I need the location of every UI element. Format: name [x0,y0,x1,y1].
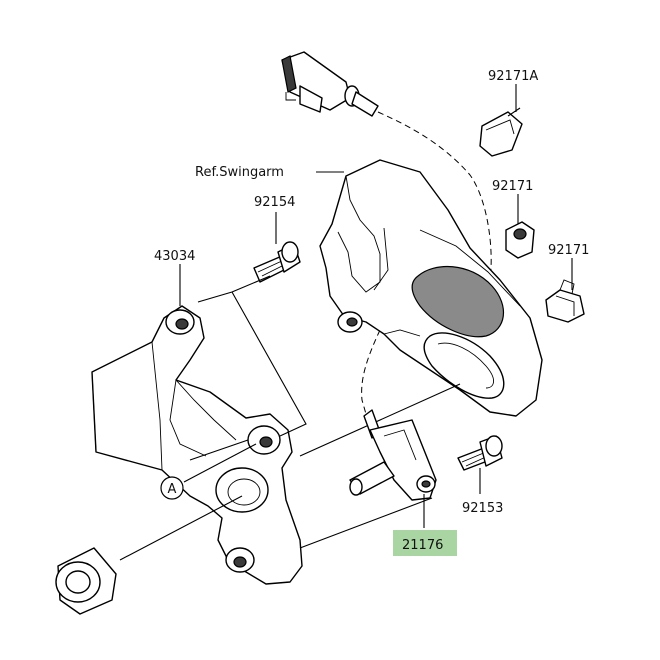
bolt-92154 [253,241,301,283]
sensor-cable-lower [361,329,381,415]
collar [55,547,117,615]
part-highlight-box [393,530,457,556]
callout-a: A [160,443,257,500]
clip-92171-upper [505,221,535,259]
part-label-21176: 21176 [402,538,443,553]
ref-swingarm-label: Ref.Swingarm [195,165,284,180]
part-label-92171-upper: 92171 [492,179,533,194]
sensor-connector [281,51,379,117]
callout-a-label: A [168,482,177,497]
part-label-92154: 92154 [254,195,295,210]
clip-92171A [479,107,523,157]
part-label-92171-lower: 92171 [548,243,589,258]
part-label-92171A: 92171A [488,69,538,84]
sensor-cable [377,111,492,281]
part-label-92153: 92153 [462,501,503,516]
part-label-43034: 43034 [154,249,195,264]
guide-lines [119,275,461,561]
clip-92171-lower [545,279,585,323]
bracket-43034 [91,305,303,585]
swingarm-caliper [319,159,543,417]
bolt-92153 [457,435,503,471]
speed-sensor-21176 [349,409,437,501]
